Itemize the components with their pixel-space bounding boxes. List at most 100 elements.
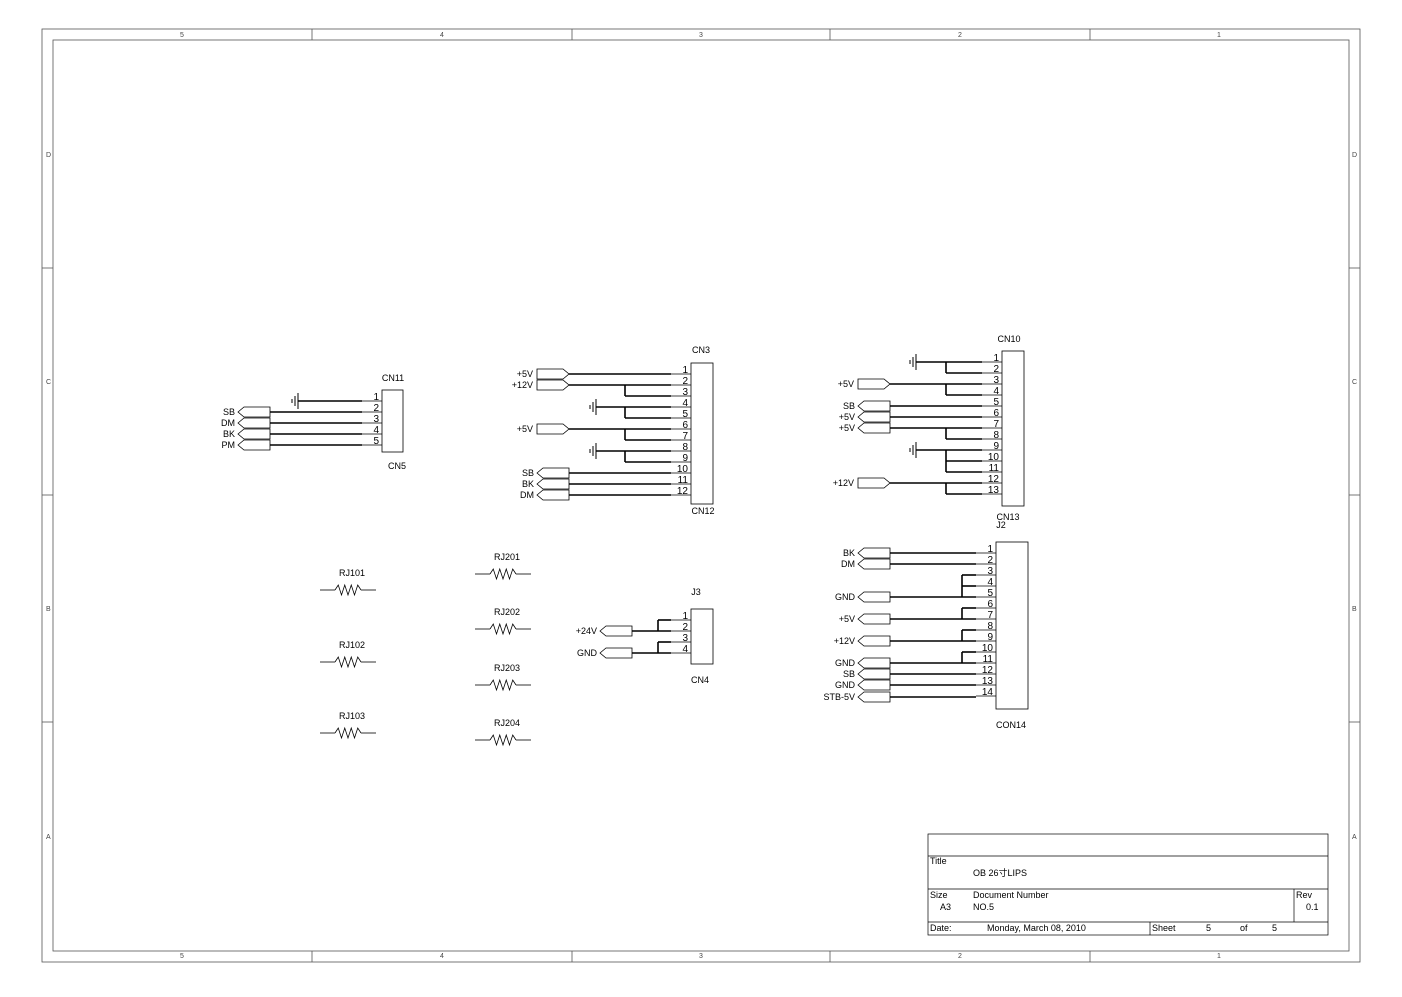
pin-number: 5 bbox=[987, 588, 993, 599]
resistor-ref: RJ203 bbox=[494, 663, 520, 673]
border-col-label-bottom: 5 bbox=[180, 953, 184, 960]
net-label: BK bbox=[223, 429, 235, 439]
net-flag bbox=[857, 591, 891, 603]
pin-number: 13 bbox=[988, 485, 1000, 496]
size-label: Size bbox=[930, 890, 948, 900]
net-flag bbox=[857, 422, 891, 434]
resistor-rj202: RJ202 bbox=[475, 607, 531, 636]
net-flag bbox=[857, 477, 891, 489]
resistor-symbol bbox=[334, 655, 362, 669]
net-flag bbox=[599, 647, 633, 659]
of-label: of bbox=[1240, 923, 1248, 933]
pin-number: 1 bbox=[682, 365, 688, 376]
border-col-label-top: 2 bbox=[958, 32, 962, 39]
net-flag bbox=[599, 625, 633, 637]
components: CN11CN512345SBDMBKPMCN3CN121234567891011… bbox=[221, 334, 1029, 747]
net-flag bbox=[857, 411, 891, 423]
net-flag bbox=[536, 368, 570, 380]
connector-ref: J3 bbox=[691, 587, 701, 597]
net-label: SB bbox=[843, 669, 855, 679]
pin-number: 11 bbox=[678, 475, 689, 486]
pin-number: 8 bbox=[682, 442, 688, 453]
rev-value: 0.1 bbox=[1306, 902, 1319, 912]
resistor-symbol bbox=[489, 567, 517, 581]
resistor-ref: RJ103 bbox=[339, 711, 365, 721]
border-row-label-right: A bbox=[1352, 834, 1357, 841]
resistor-ref: RJ102 bbox=[339, 640, 365, 650]
pin-number: 11 bbox=[989, 463, 1000, 474]
pin-number: 1 bbox=[993, 353, 999, 364]
net-label: SB bbox=[522, 468, 534, 478]
ground-icon bbox=[589, 399, 597, 415]
sheet-number: 5 bbox=[1206, 923, 1211, 933]
net-label: BK bbox=[843, 548, 855, 558]
net-label: SB bbox=[223, 407, 235, 417]
connector-ref: J2 bbox=[996, 520, 1006, 530]
resistor-rj204: RJ204 bbox=[475, 718, 531, 747]
resistor-rj203: RJ203 bbox=[475, 663, 531, 692]
docnum-value: NO.5 bbox=[973, 902, 994, 912]
net-flag bbox=[536, 379, 570, 391]
pin-number: 7 bbox=[682, 431, 688, 442]
pin-number: 2 bbox=[373, 403, 379, 414]
net-label: BK bbox=[522, 479, 534, 489]
resistor-rj102: RJ102 bbox=[320, 640, 376, 669]
net-flag bbox=[857, 547, 891, 559]
ground-icon bbox=[589, 443, 597, 459]
rev-label: Rev bbox=[1296, 890, 1313, 900]
border-col-label-top: 1 bbox=[1217, 32, 1221, 39]
resistor-symbol bbox=[334, 583, 362, 597]
title-label: Title bbox=[930, 856, 947, 866]
resistor-symbol bbox=[489, 678, 517, 692]
connector-alt-ref: CN5 bbox=[388, 461, 406, 471]
connector-ref: CN11 bbox=[382, 373, 404, 383]
net-flag bbox=[857, 378, 891, 390]
pin-number: 5 bbox=[373, 436, 379, 447]
title-value: OB 26寸LIPS bbox=[973, 867, 1027, 878]
net-label: +5V bbox=[838, 379, 854, 389]
net-label: +12V bbox=[833, 478, 854, 488]
pin-number: 6 bbox=[993, 408, 999, 419]
border-row-label-left: B bbox=[46, 606, 51, 613]
border-col-label-top: 3 bbox=[699, 32, 703, 39]
resistor-rj101: RJ101 bbox=[320, 568, 376, 597]
pin-number: 3 bbox=[682, 387, 688, 398]
net-label: +5V bbox=[839, 423, 855, 433]
net-flag bbox=[857, 679, 891, 691]
border-col-label-top: 4 bbox=[440, 32, 444, 39]
ground-icon bbox=[909, 354, 917, 370]
net-flag bbox=[536, 423, 570, 435]
pin-number: 12 bbox=[677, 486, 689, 497]
pin-number: 9 bbox=[987, 632, 993, 643]
connector-ref: CN10 bbox=[997, 334, 1020, 344]
pin-number: 5 bbox=[682, 409, 688, 420]
pin-number: 4 bbox=[987, 577, 993, 588]
pin-number: 9 bbox=[993, 441, 999, 452]
net-flag bbox=[857, 558, 891, 570]
net-flag bbox=[857, 400, 891, 412]
net-label: +5V bbox=[839, 412, 855, 422]
border-col-label-bottom: 2 bbox=[958, 953, 962, 960]
net-label: SB bbox=[843, 401, 855, 411]
pin-number: 9 bbox=[682, 453, 688, 464]
pin-number: 8 bbox=[987, 621, 993, 632]
connector-alt-ref: CN4 bbox=[691, 675, 709, 685]
pin-number: 3 bbox=[682, 633, 688, 644]
pin-number: 8 bbox=[993, 430, 999, 441]
net-flag bbox=[237, 406, 271, 418]
pin-number: 1 bbox=[987, 544, 993, 555]
net-flag bbox=[536, 489, 570, 501]
pin-number: 6 bbox=[682, 420, 688, 431]
pin-number: 11 bbox=[983, 654, 994, 665]
pin-number: 10 bbox=[982, 643, 994, 654]
pin-number: 4 bbox=[682, 644, 688, 655]
net-label: +12V bbox=[834, 636, 855, 646]
pin-number: 4 bbox=[373, 425, 379, 436]
size-value: A3 bbox=[940, 902, 951, 912]
sheet-border bbox=[41, 28, 1361, 963]
resistor-symbol bbox=[489, 622, 517, 636]
